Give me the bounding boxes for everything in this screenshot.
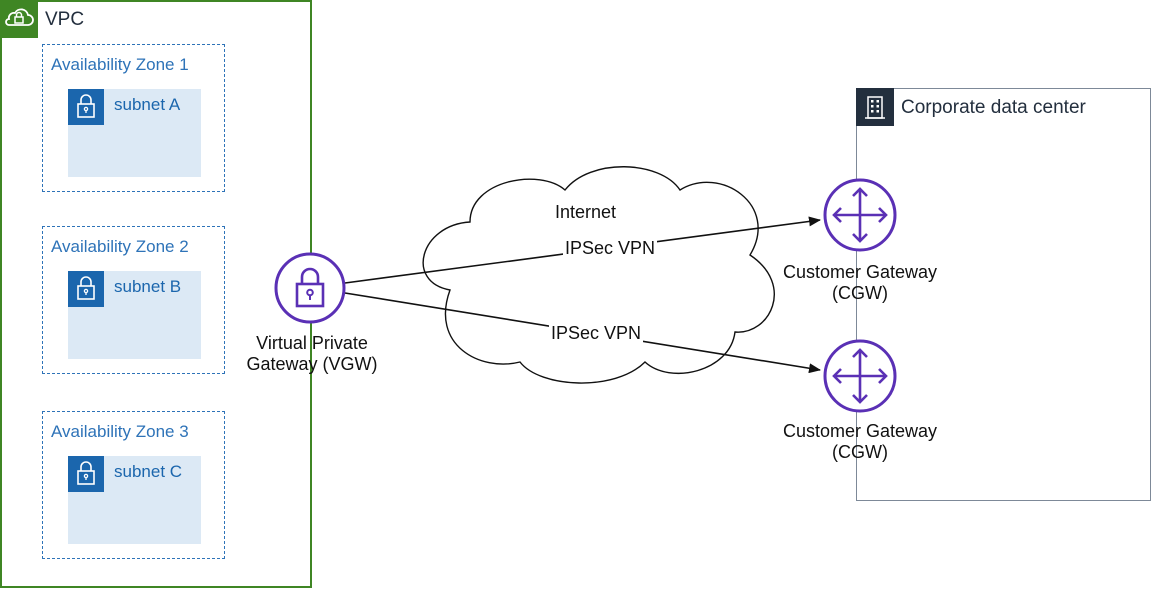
az-label: Availability Zone 2 [51,237,189,256]
lock-icon [68,456,104,492]
subnet-b: subnet B [68,271,201,359]
vpc-label: VPC [45,9,85,30]
lock-icon [68,89,104,125]
cgw-label-line1: Customer Gateway [782,421,938,441]
lock-icon [68,271,104,307]
cgw-label-line2: (CGW) [832,442,888,462]
vpn-label-bottom: IPSec VPN [549,323,644,344]
availability-zone-2: Availability Zone 2 subnet B [42,226,225,374]
cgw-label: Customer Gateway (CGW) [760,421,960,463]
internet-label: Internet [555,202,617,222]
router-icon [822,178,898,252]
vgw-label: Virtual Private Gateway (VGW) [229,333,395,375]
router-icon [822,339,898,413]
cgw-label-line1: Customer Gateway [782,262,938,282]
cgw-label-line2: (CGW) [832,283,888,303]
vpn-gateway-icon [273,251,347,325]
az-label: Availability Zone 1 [51,55,189,74]
subnet-label: subnet A [114,95,181,114]
datacenter-label: Corporate data center [901,97,1086,118]
corporate-data-center [856,88,1151,501]
cgw-label: Customer Gateway (CGW) [760,262,960,304]
vgw-label-line1: Virtual Private [256,333,368,353]
subnet-label: subnet C [114,462,183,481]
subnet-a: subnet A [68,89,201,177]
availability-zone-1: Availability Zone 1 subnet A [42,44,225,192]
vpn-label-top: IPSec VPN [563,238,658,259]
subnet-label: subnet B [114,277,182,296]
vpc-cloud-icon [0,0,38,38]
internet-cloud [422,166,775,384]
availability-zone-3: Availability Zone 3 subnet C [42,411,225,559]
building-icon [856,88,894,126]
az-label: Availability Zone 3 [51,422,189,441]
subnet-c: subnet C [68,456,201,544]
vgw-label-line2: Gateway (VGW) [246,354,378,374]
